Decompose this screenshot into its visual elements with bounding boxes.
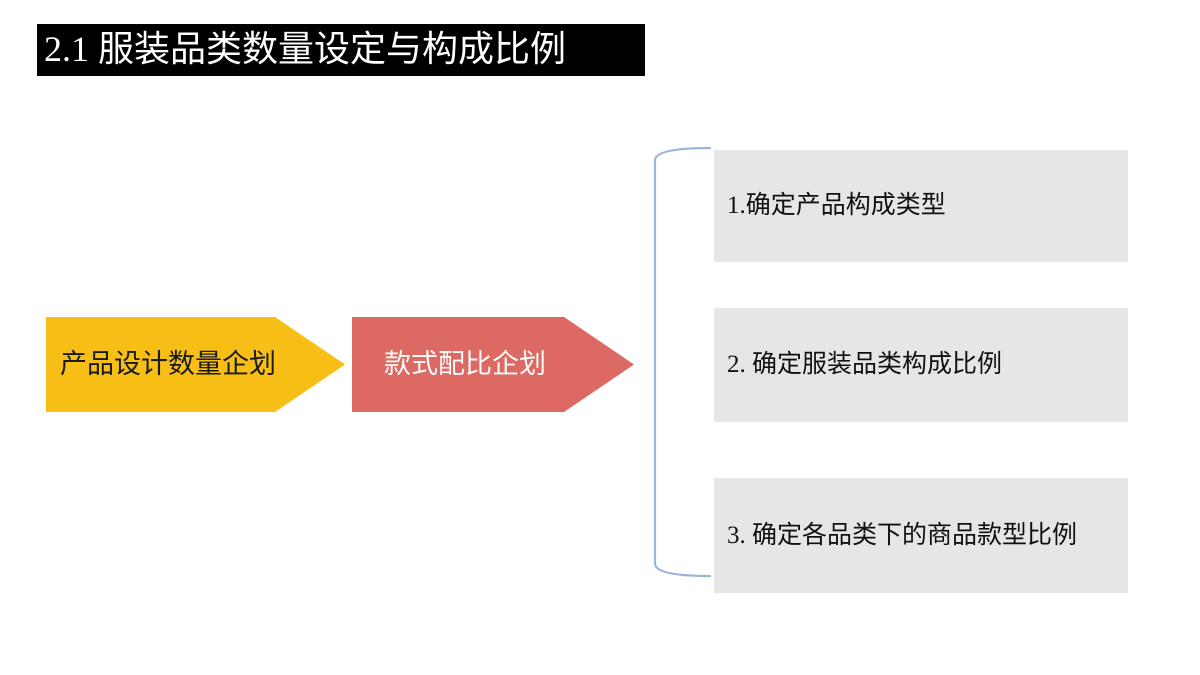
step-box-3[interactable]: 3. 确定各品类下的商品款型比例 (714, 478, 1128, 593)
step-box-1[interactable]: 1.确定产品构成类型 (714, 150, 1128, 262)
step-box-2[interactable]: 2. 确定服装品类构成比例 (714, 308, 1128, 422)
step-box-label: 1.确定产品构成类型 (727, 192, 946, 220)
page-title: 2.1 服装品类数量设定与构成比例 (44, 29, 567, 69)
left-curly-bracket-icon (648, 146, 718, 578)
process-arrow-label: 产品设计数量企划 (60, 349, 276, 379)
process-arrow-label: 款式配比企划 (384, 349, 546, 379)
process-arrow-product-design-quantity-plan[interactable]: 产品设计数量企划 (46, 317, 345, 412)
step-box-label: 2. 确定服装品类构成比例 (727, 351, 1003, 379)
page-title-banner: 2.1 服装品类数量设定与构成比例 (37, 24, 645, 76)
step-box-label: 3. 确定各品类下的商品款型比例 (727, 521, 1078, 549)
process-arrow-style-ratio-plan[interactable]: 款式配比企划 (352, 317, 634, 412)
